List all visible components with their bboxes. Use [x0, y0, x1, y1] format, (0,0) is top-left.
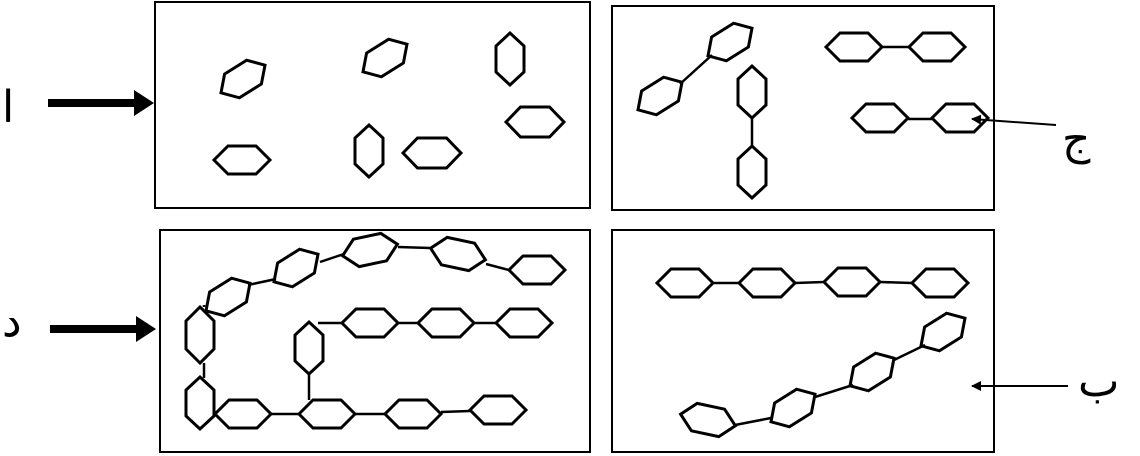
bond-line — [734, 416, 772, 427]
hexagon-ring — [219, 58, 267, 100]
hexagon-ring — [706, 21, 754, 63]
hexagon-ring — [906, 31, 968, 63]
hexagon-ring — [204, 276, 252, 318]
hexagon-ring — [503, 105, 567, 139]
hexagon-ring — [400, 136, 464, 170]
hexagon-ring — [823, 31, 885, 63]
hexagon-ring — [919, 311, 967, 353]
hexagon-ring — [848, 351, 896, 393]
hexagon-ring — [428, 235, 488, 273]
bond-line — [814, 383, 854, 399]
bond-line — [397, 245, 431, 250]
hexagon-ring — [636, 75, 684, 117]
hexagon-ring — [361, 37, 409, 79]
hexagon-ring — [736, 63, 768, 121]
bond-line — [485, 262, 510, 272]
panel-long-chains — [159, 229, 591, 453]
hexagon-ring — [769, 387, 817, 429]
hexagon-ring — [382, 398, 444, 430]
hexagon-ring — [415, 307, 477, 339]
bond-line — [247, 277, 277, 287]
hexagon-ring — [678, 401, 738, 439]
bond-line — [794, 280, 825, 285]
hexagon-ring — [493, 307, 555, 339]
hexagon-ring — [654, 267, 716, 299]
hexagon-ring — [506, 254, 568, 286]
bond-lines — [202, 45, 932, 427]
hexagon-ring — [849, 102, 911, 134]
hexagon-ring — [211, 144, 273, 176]
bond-line — [319, 252, 345, 264]
thick-arrow-d — [50, 316, 156, 342]
hexagon-ring — [293, 319, 325, 377]
hexagon-rings — [184, 21, 991, 439]
hexagon-ring — [340, 231, 400, 269]
bond-line — [440, 409, 471, 414]
hexagon-ring — [821, 266, 883, 298]
panel-dimers — [611, 5, 995, 211]
label-d: د — [2, 296, 22, 347]
label-j: ج — [1062, 114, 1091, 165]
bond-line — [879, 280, 913, 285]
hexagon-ring — [929, 102, 991, 134]
hexagon-ring — [184, 304, 216, 366]
hexagon-ring — [909, 267, 971, 299]
label-b: ب — [1078, 356, 1120, 407]
bond-line — [679, 54, 713, 85]
thick-arrow-a — [48, 90, 154, 116]
hexagon-ring — [339, 307, 401, 339]
label-a: ا — [2, 82, 15, 133]
hexagon-ring — [494, 30, 526, 88]
hexagon-ring — [296, 398, 358, 430]
hexagon-ring — [353, 122, 385, 180]
panel-monomers — [154, 1, 591, 209]
hexagon-ring — [184, 374, 216, 432]
hexagon-ring — [736, 267, 798, 299]
bond-line — [893, 343, 926, 362]
hexagon-ring — [736, 143, 768, 201]
hexagon-ring — [272, 247, 320, 289]
hexagon-ring — [467, 394, 529, 426]
panel-short-chains — [611, 229, 995, 453]
hexagon-ring — [212, 398, 274, 430]
